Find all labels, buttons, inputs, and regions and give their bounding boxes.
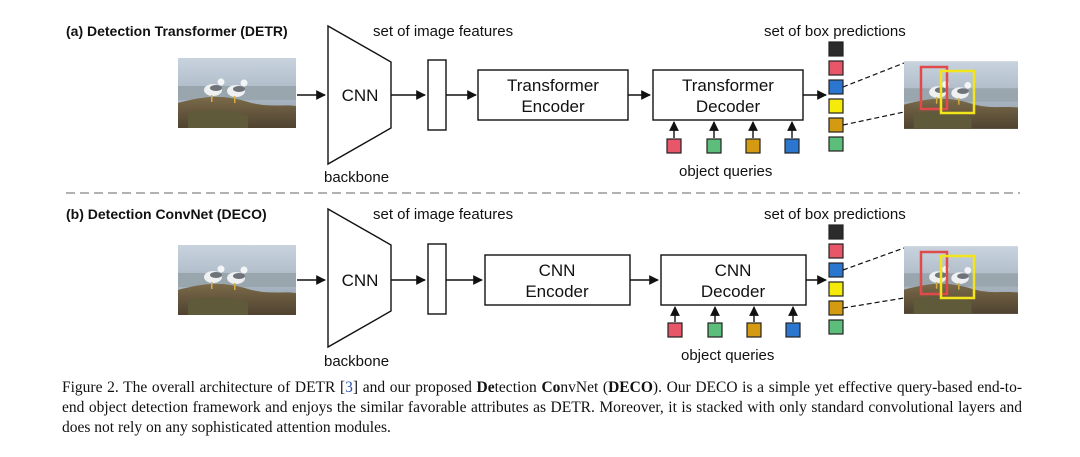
caption-text-2: ] and our proposed bbox=[352, 379, 477, 396]
encoder-box bbox=[477, 69, 629, 121]
cnn-label: CNN bbox=[342, 271, 379, 290]
features-label: set of image features bbox=[373, 206, 513, 223]
object-queries-label: object queries bbox=[681, 347, 774, 364]
caption-text-1: Figure 2. The overall architecture of DE… bbox=[62, 379, 346, 396]
panel-detr: (a) Detection Transformer (DETR) CNN bac… bbox=[66, 23, 1018, 186]
decoder-label-line1: CNN bbox=[715, 261, 752, 280]
prediction-box-2 bbox=[828, 60, 844, 76]
backbone-label: backbone bbox=[324, 169, 389, 186]
detected-box-yellow bbox=[939, 254, 976, 300]
detected-box-yellow bbox=[939, 69, 976, 115]
decoder-label-line2: Decoder bbox=[696, 97, 761, 116]
panel-deco: (b) Detection ConvNet (DECO) CNN backbon… bbox=[66, 206, 1018, 370]
prediction-box-3 bbox=[828, 79, 844, 95]
encoder-label-line2: Encoder bbox=[525, 282, 589, 301]
cnn-backbone-trapezoid bbox=[327, 207, 392, 349]
prediction-box-4 bbox=[828, 98, 844, 114]
decoder-box bbox=[652, 69, 804, 121]
predictions-label: set of box predictions bbox=[764, 206, 906, 223]
dashed-link-1 bbox=[842, 247, 905, 271]
object-query-4 bbox=[785, 322, 801, 338]
caption-text-3: tection bbox=[494, 379, 542, 396]
dashed-link-1 bbox=[842, 62, 905, 88]
figure-caption: Figure 2. The overall architecture of DE… bbox=[62, 378, 1022, 438]
panel-a-title: (a) Detection Transformer (DETR) bbox=[66, 23, 288, 39]
object-query-3 bbox=[746, 322, 762, 338]
object-query-1 bbox=[667, 322, 683, 338]
panel-b-title: (b) Detection ConvNet (DECO) bbox=[66, 206, 267, 222]
encoder-label-line1: CNN bbox=[539, 261, 576, 280]
detected-box-red bbox=[919, 65, 949, 111]
caption-text-5: ). Our DECO is a simple yet effective qu… bbox=[62, 379, 1022, 436]
object-query-2 bbox=[707, 322, 723, 338]
object-query-3 bbox=[745, 138, 761, 154]
encoder-label-line2: Encoder bbox=[521, 97, 585, 116]
encoder-box bbox=[484, 254, 631, 306]
image-features-bar bbox=[427, 243, 447, 315]
prediction-box-4 bbox=[828, 281, 844, 297]
caption-bold-deco: DECO bbox=[608, 379, 653, 396]
predictions-label: set of box predictions bbox=[764, 23, 906, 40]
object-query-2 bbox=[706, 138, 722, 154]
prediction-box-5 bbox=[828, 300, 844, 316]
cnn-backbone-trapezoid bbox=[327, 24, 392, 166]
detected-box-red bbox=[919, 250, 949, 296]
input-image bbox=[178, 58, 296, 128]
features-label: set of image features bbox=[373, 23, 513, 40]
caption-text-4: nvNet ( bbox=[560, 379, 609, 396]
caption-bold-de: De bbox=[476, 379, 495, 396]
cnn-label: CNN bbox=[342, 86, 379, 105]
object-queries-label: object queries bbox=[679, 163, 772, 180]
decoder-box bbox=[660, 254, 807, 306]
prediction-box-1 bbox=[828, 41, 844, 57]
backbone-label: backbone bbox=[324, 353, 389, 370]
image-features-bar bbox=[427, 59, 447, 131]
caption-bold-co: Co bbox=[541, 379, 561, 396]
dashed-link-2 bbox=[842, 297, 905, 309]
prediction-box-5 bbox=[828, 117, 844, 133]
architecture-diagram: (a) Detection Transformer (DETR) CNN bac… bbox=[66, 23, 1020, 370]
prediction-box-6 bbox=[828, 136, 844, 152]
decoder-label-line2: Decoder bbox=[701, 282, 766, 301]
input-image bbox=[178, 245, 296, 315]
prediction-box-2 bbox=[828, 243, 844, 259]
caption-citation-link[interactable]: 3 bbox=[345, 379, 353, 396]
object-query-1 bbox=[666, 138, 682, 154]
object-query-4 bbox=[784, 138, 800, 154]
encoder-label-line1: Transformer bbox=[507, 76, 599, 95]
dashed-link-2 bbox=[842, 111, 905, 126]
decoder-label-line1: Transformer bbox=[682, 76, 774, 95]
prediction-box-6 bbox=[828, 319, 844, 335]
prediction-box-1 bbox=[828, 224, 844, 240]
prediction-box-3 bbox=[828, 262, 844, 278]
